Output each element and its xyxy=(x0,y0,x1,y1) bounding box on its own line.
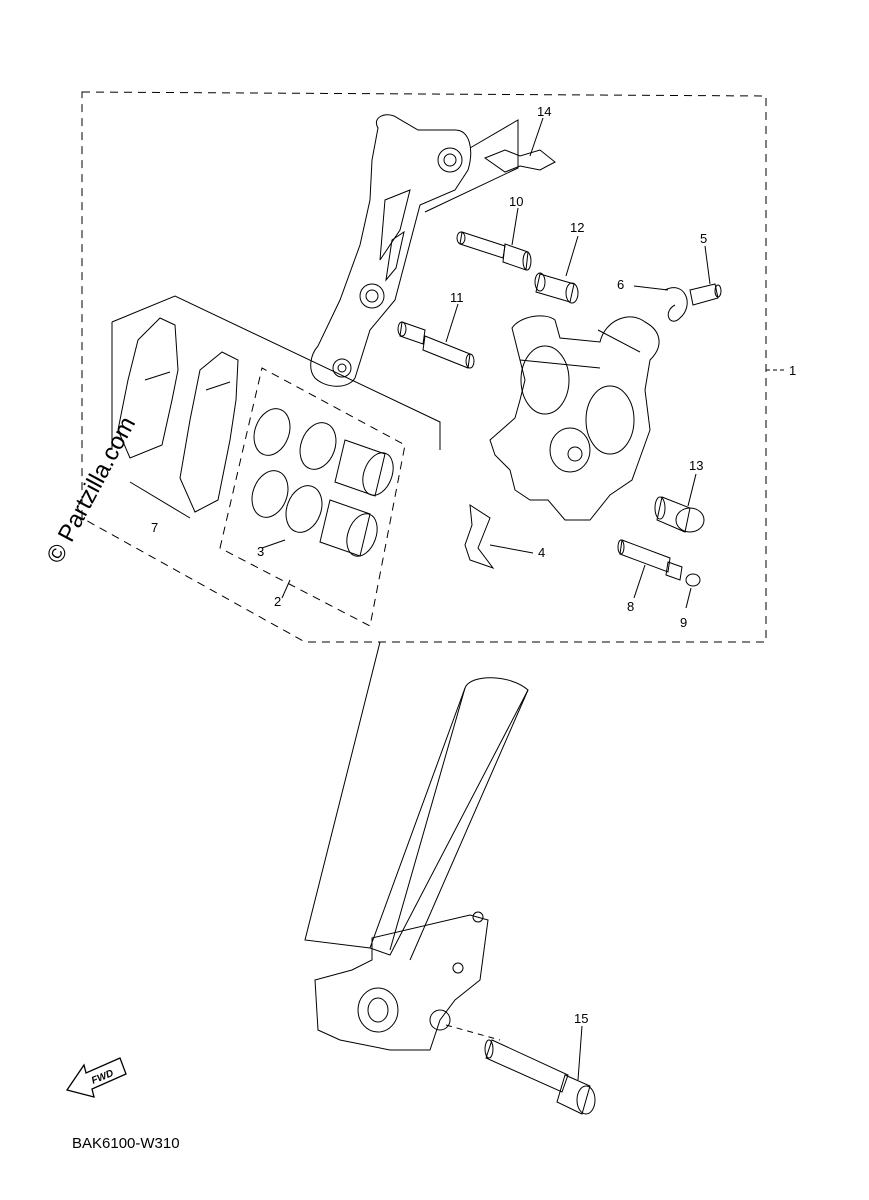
leader-7 xyxy=(129,481,191,519)
callout-15: 15 xyxy=(574,1011,588,1026)
callout-9: 9 xyxy=(680,615,687,630)
callout-12: 12 xyxy=(570,220,584,235)
callout-3: 3 xyxy=(257,544,264,559)
leader-12 xyxy=(565,235,579,277)
leader-9 xyxy=(685,587,692,609)
callout-13: 13 xyxy=(689,458,703,473)
fork-tube xyxy=(369,677,529,961)
leader-6 xyxy=(633,285,669,291)
leader-15 xyxy=(577,1025,583,1081)
fwd-arrow-icon: FWD xyxy=(65,1057,127,1098)
callout-10: 10 xyxy=(509,194,523,209)
fork-leader xyxy=(304,641,381,949)
seal-kit-box xyxy=(219,367,406,627)
piston-upper xyxy=(334,439,394,497)
spring-box xyxy=(424,119,519,213)
leader-8 xyxy=(633,564,646,599)
cap-9 xyxy=(685,573,701,587)
callout-2: 2 xyxy=(274,594,281,609)
pad-spring-14 xyxy=(483,149,556,173)
callout-14: 14 xyxy=(537,104,551,119)
pin-11 xyxy=(397,321,475,369)
callout-6: 6 xyxy=(617,277,624,292)
callout-8: 8 xyxy=(627,599,634,614)
bleeder-screw-5 xyxy=(689,283,722,306)
clip-6 xyxy=(664,287,688,322)
caliper-bracket xyxy=(310,114,472,387)
pad-kit-bracket xyxy=(111,295,441,450)
caliper-body xyxy=(489,315,660,521)
callout-4: 4 xyxy=(538,545,545,560)
assembly-boundary xyxy=(81,91,767,643)
brake-pad-inner-7 xyxy=(179,351,239,513)
bolt-15 xyxy=(445,1024,596,1115)
leader-2 xyxy=(281,579,291,599)
leader-3 xyxy=(261,539,286,549)
diagram-code: BAK6100-W310 xyxy=(72,1135,180,1152)
leader-14 xyxy=(529,117,544,157)
leader-10 xyxy=(511,207,519,246)
leader-13 xyxy=(687,473,697,507)
callout-7: 7 xyxy=(151,520,158,535)
piston-lower xyxy=(319,499,378,557)
boot-12 xyxy=(534,272,579,304)
leader-5 xyxy=(704,245,711,285)
boot-13 xyxy=(654,496,705,533)
pad-clip-4 xyxy=(464,504,495,570)
partzilla-watermark: © Partzilla.com xyxy=(41,412,141,567)
bolt-8 xyxy=(617,539,683,581)
fork-bottom-case xyxy=(314,911,489,1051)
leader-4 xyxy=(489,544,534,554)
pin-10 xyxy=(456,231,532,271)
seal-ring-group-3 xyxy=(251,408,337,533)
callout-11: 11 xyxy=(450,290,464,305)
callout-1: 1 xyxy=(789,363,796,378)
leader-11 xyxy=(445,303,459,343)
callout-5: 5 xyxy=(700,231,707,246)
brake-pad-outer-7 xyxy=(117,317,179,459)
